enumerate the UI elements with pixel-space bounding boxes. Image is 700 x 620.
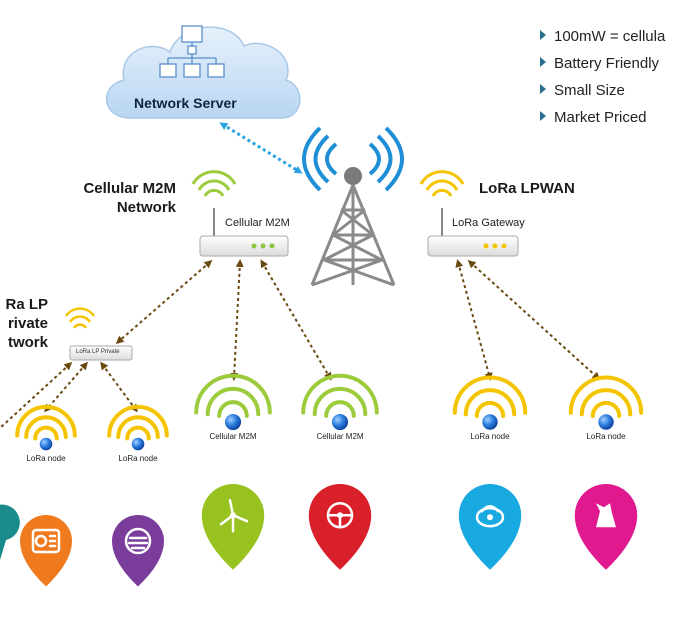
wifi-signal-icon [15, 404, 77, 441]
server-tower-link [219, 122, 303, 174]
node-label: LoRa node [26, 454, 66, 463]
cellular-title-line1: Cellular M2M [83, 180, 176, 197]
node-label: LoRa node [586, 432, 626, 441]
steering-wheel-icon [326, 501, 354, 529]
node-label: LoRa node [118, 454, 158, 463]
cellular-network-title: Cellular M2M Network [40, 179, 176, 217]
cellular-router-label: Cellular M2M [225, 217, 290, 229]
device-node [15, 404, 77, 587]
node-label: LoRa node [470, 432, 510, 441]
network-server-label: Network Server [134, 95, 237, 111]
pet-pin [574, 483, 638, 570]
network-links [0, 259, 601, 429]
private-router-label: LoRa LP Private [76, 349, 120, 355]
manhole-icon [124, 527, 152, 555]
feature-item: Small Size [540, 82, 665, 109]
network-server-cloud [106, 26, 301, 119]
node-dot [131, 437, 145, 451]
wifi-signal-icon [194, 373, 272, 418]
meter-icon [31, 528, 61, 554]
bullet-arrow-icon [540, 84, 546, 94]
feature-item: Battery Friendly [540, 55, 665, 82]
wifi-signal-icon [452, 375, 528, 419]
water-meter-icon [475, 504, 505, 528]
cropped-pin [0, 504, 20, 560]
wifi-signal-icon [301, 373, 379, 418]
bullet-arrow-icon [540, 30, 546, 40]
cell-tower-icon [302, 126, 404, 287]
wind-turbine-icon [219, 498, 249, 533]
steering-wheel-pin [308, 483, 372, 570]
cellular-title-line2: Network [116, 199, 176, 216]
feature-item: Market Priced [540, 109, 665, 136]
device-node [568, 375, 644, 570]
node-dot [598, 414, 614, 430]
lora-gateway-wifi-icon [419, 170, 465, 197]
device-node [194, 373, 272, 570]
cellular-wifi-icon [191, 170, 237, 197]
node-label: Cellular M2M [209, 432, 257, 441]
feature-item: 100mW = cellula [540, 28, 665, 55]
private-title-line3: twork [7, 334, 48, 351]
bullet-arrow-icon [540, 57, 546, 67]
lora-lpwan-title: LoRa LPWAN [479, 180, 575, 197]
device-node [301, 373, 379, 570]
water-meter-pin [458, 483, 522, 570]
lora-gateway-label: LoRa Gateway [452, 217, 525, 229]
bullet-arrow-icon [540, 111, 546, 121]
node-dot [331, 413, 349, 431]
meter-pin [20, 515, 72, 587]
device-node [452, 375, 528, 570]
lora-gateway-router [427, 208, 519, 257]
lora-private-router [69, 345, 133, 361]
feature-list: 100mW = cellula Battery Friendly Small S… [540, 28, 665, 136]
node-dot [224, 413, 242, 431]
wifi-signal-icon [568, 375, 644, 419]
lora-private-title: Ra LP rivate twork [0, 295, 48, 352]
lora-private-wifi-icon [64, 307, 96, 329]
manhole-pin [112, 515, 164, 587]
pet-icon [596, 503, 616, 528]
node-dot [39, 437, 53, 451]
server-org-chart-icon [159, 25, 225, 78]
private-title-line2: rivate [7, 315, 48, 332]
private-title-line1: Ra LP [5, 296, 48, 313]
device-node [107, 404, 169, 587]
wind-turbine-pin [201, 483, 265, 570]
node-dot [482, 414, 498, 430]
wifi-signal-icon [107, 404, 169, 441]
node-label: Cellular M2M [316, 432, 364, 441]
cellular-m2m-router [199, 208, 289, 257]
